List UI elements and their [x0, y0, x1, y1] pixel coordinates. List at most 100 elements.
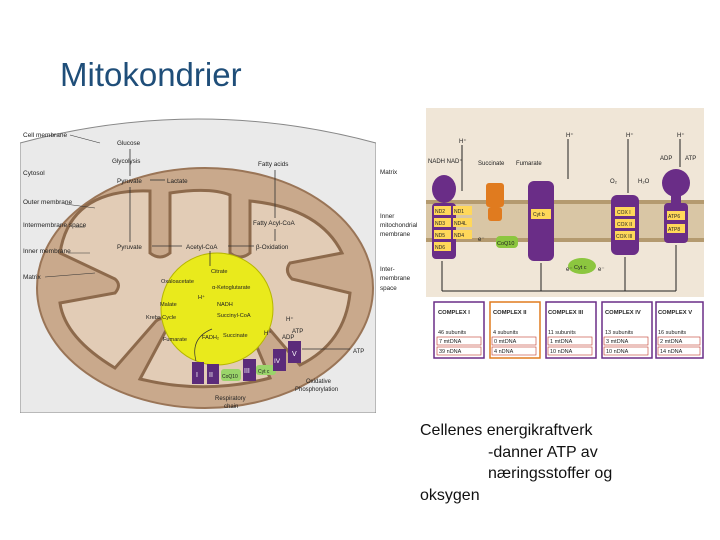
complex-iii-mt: 1 mtDNA: [550, 339, 573, 345]
complex-v-name: COMPLEX V: [658, 310, 692, 316]
coq10-label: CoQ10: [222, 374, 238, 380]
label-succinate: Succinate: [223, 333, 248, 339]
label-inner-membrane-right-1: Inner: [380, 213, 394, 220]
complex-ii-box: [207, 364, 219, 384]
complex-v-subunits: 16 subunits: [658, 330, 686, 336]
complex-v-body: [664, 203, 688, 243]
label-h-plus-a: H⁺: [286, 316, 294, 323]
nd2-label: ND2: [435, 209, 445, 215]
label-inner-membrane-right-2: mitochondrial: [380, 222, 417, 229]
label-o2: O₂: [610, 179, 618, 185]
nd6-label: ND6: [435, 245, 445, 251]
atp8-label: ATP8: [668, 227, 680, 233]
complex-iii-label: III: [244, 368, 250, 375]
cox2-label: COX II: [617, 222, 632, 228]
label-acetyl-coa: Acetyl-CoA: [186, 244, 218, 251]
caption-line-3: næringsstoffer og: [488, 465, 613, 482]
label-krebs-cycle: Krebs Cycle: [146, 315, 176, 321]
complex-iii-n: 10 nDNA: [550, 349, 573, 355]
complex-iv-subunits: 13 subunits: [605, 330, 633, 336]
complex-v-mt: 2 mtDNA: [660, 339, 683, 345]
label-atp-inner: ATP: [292, 329, 303, 335]
label-inner-membrane: Inner membrane: [23, 248, 71, 255]
label-glucose: Glucose: [117, 140, 141, 147]
cyt-c-label: Cyt c: [258, 369, 270, 375]
label-inner-membrane-right-3: membrane: [380, 231, 411, 238]
mitochondrion-diagram: Cell membrane Cytosol Outer membrane Int…: [20, 103, 376, 413]
label-fadh2: FADH₂: [202, 335, 219, 341]
label-fatty-acyl-coa: Fatty Acyl-CoA: [253, 220, 295, 227]
label-outer-membrane: Outer membrane: [23, 199, 73, 206]
label-oxidative-phosphorylation-1: Oxidative: [306, 379, 332, 385]
caption-line-1: Cellenes energikraftverk: [420, 422, 593, 439]
e-minus-3: e⁻: [566, 267, 573, 273]
electron-transport-chain-diagram: Matrix Inner mitochondrial membrane Inte…: [376, 103, 704, 388]
cyt-b-label: Cyt b: [533, 212, 545, 218]
complex-i-subunits: 46 subunits: [438, 330, 466, 336]
complex-iv-label: IV: [274, 358, 281, 365]
e-minus-4: e⁻: [598, 267, 605, 273]
complex-i-box: [192, 362, 204, 384]
intermembrane-region: [426, 242, 704, 297]
label-atp-out: ATP: [353, 349, 364, 355]
complex-v-head: [662, 169, 690, 197]
label-adp-right: ADP: [660, 156, 672, 162]
complex-ii-shape: [486, 183, 504, 207]
label-succinate-right: Succinate: [478, 161, 505, 167]
label-cell-membrane: Cell membrane: [23, 132, 67, 139]
label-fatty-acids: Fatty acids: [258, 161, 288, 168]
complex-ii-name: COMPLEX II: [493, 310, 527, 316]
complex-i-label: I: [196, 372, 198, 379]
label-succinyl-coa: Succinyl-CoA: [217, 313, 251, 319]
complex-iv-n: 10 nDNA: [606, 349, 629, 355]
label-oxaloacetate: Oxaloacetate: [161, 279, 194, 285]
label-atp-right: ATP: [685, 156, 696, 162]
label-respiratory-chain-2: chain: [224, 404, 238, 410]
complex-i-n: 39 nDNA: [439, 349, 462, 355]
nd3-label: ND3: [435, 221, 445, 227]
label-oxidative-phosphorylation-2: Phosphorylation: [295, 387, 338, 393]
label-cytosol: Cytosol: [23, 170, 45, 177]
label-h-plus-b: H⁺: [264, 330, 272, 337]
nd1-label: ND1: [454, 209, 464, 215]
atp6-label: ATP6: [668, 214, 680, 220]
complex-v-n: 14 nDNA: [660, 349, 683, 355]
complex-iii-box: [243, 359, 256, 381]
label-intermembrane-space: Intermembrane space: [23, 222, 87, 229]
cyt-c-right-shape: [568, 258, 596, 274]
label-respiratory-chain-1: Respiratory: [215, 396, 246, 402]
label-nadh: NADH: [217, 302, 233, 308]
complex-iv-name: COMPLEX IV: [605, 310, 641, 316]
cyt-c-box: [256, 365, 276, 375]
label-matrix: Matrix: [23, 274, 41, 281]
complex-iii-subunits: 11 subunits: [548, 330, 576, 336]
complex-ii-n: 4 nDNA: [494, 349, 514, 355]
nd5-label: ND5: [435, 233, 445, 239]
label-nadh-nad: NADH NAD⁺: [428, 158, 463, 165]
label-h-plus-top-4: H⁺: [677, 132, 685, 139]
complex-iii-name: COMPLEX III: [548, 310, 583, 316]
nd4l-label: ND4L: [454, 221, 467, 227]
label-h-plus-krebs: H⁺: [198, 294, 205, 301]
nd4-label: ND4: [454, 233, 464, 239]
label-h-plus-top-1: H⁺: [459, 138, 467, 145]
complex-i-mt: 7 mtDNA: [439, 339, 462, 345]
label-h2o: H₂O: [638, 179, 650, 185]
complex-iv-mt: 3 mtDNA: [606, 339, 629, 345]
label-beta-oxidation: β-Oxidation: [256, 244, 289, 251]
complex-ii-label: II: [209, 372, 213, 379]
label-citrate: Citrate: [211, 269, 227, 275]
complex-iv-box: [273, 349, 286, 371]
label-adp: ADP: [282, 335, 294, 341]
complex-v-label: V: [292, 351, 297, 358]
complex-ii-mt: 0 mtDNA: [494, 339, 517, 345]
label-intermembrane-right-2: membrane: [380, 275, 411, 282]
e-minus-1: e⁻: [478, 237, 485, 243]
complex-iii-shape: [528, 181, 554, 261]
slide-title: Mitokondrier: [60, 56, 242, 93]
label-h-plus-top-2: H⁺: [566, 132, 574, 139]
label-pyruvate-top: Pyruvate: [117, 178, 142, 185]
coq10-right-label: CoQ10: [497, 241, 514, 247]
slide-caption: Cellenes energikraftverk -danner ATP av …: [420, 420, 710, 506]
coq10-box: [221, 369, 241, 381]
